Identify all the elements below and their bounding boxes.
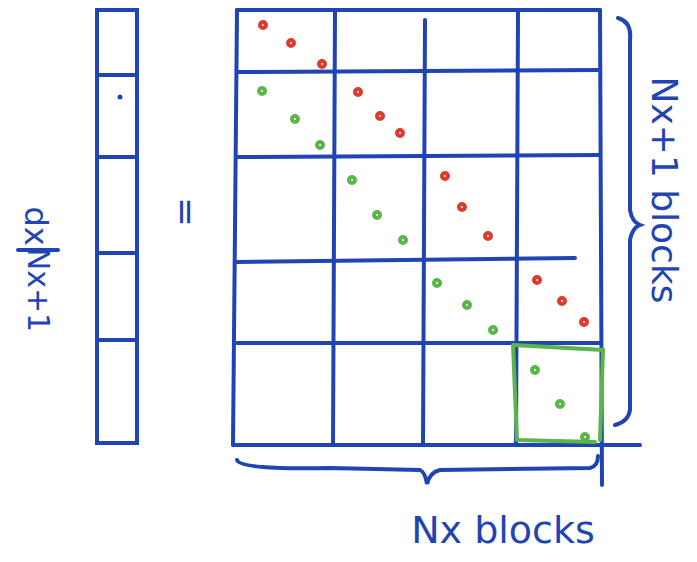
subdiagonal-dots [259,88,588,440]
highlight-block [513,345,603,442]
vector-label: dx [20,206,52,245]
equals-sign: = [168,197,204,227]
diagonal-dots [260,22,587,325]
bottom-bracket [237,456,598,484]
vector-size: Nx+1 [23,248,53,332]
vector-outline [97,10,137,443]
column-count: Nx blocks [411,511,595,549]
row-count: Nx+1 blocks [646,76,682,303]
right-bracket [615,18,640,425]
